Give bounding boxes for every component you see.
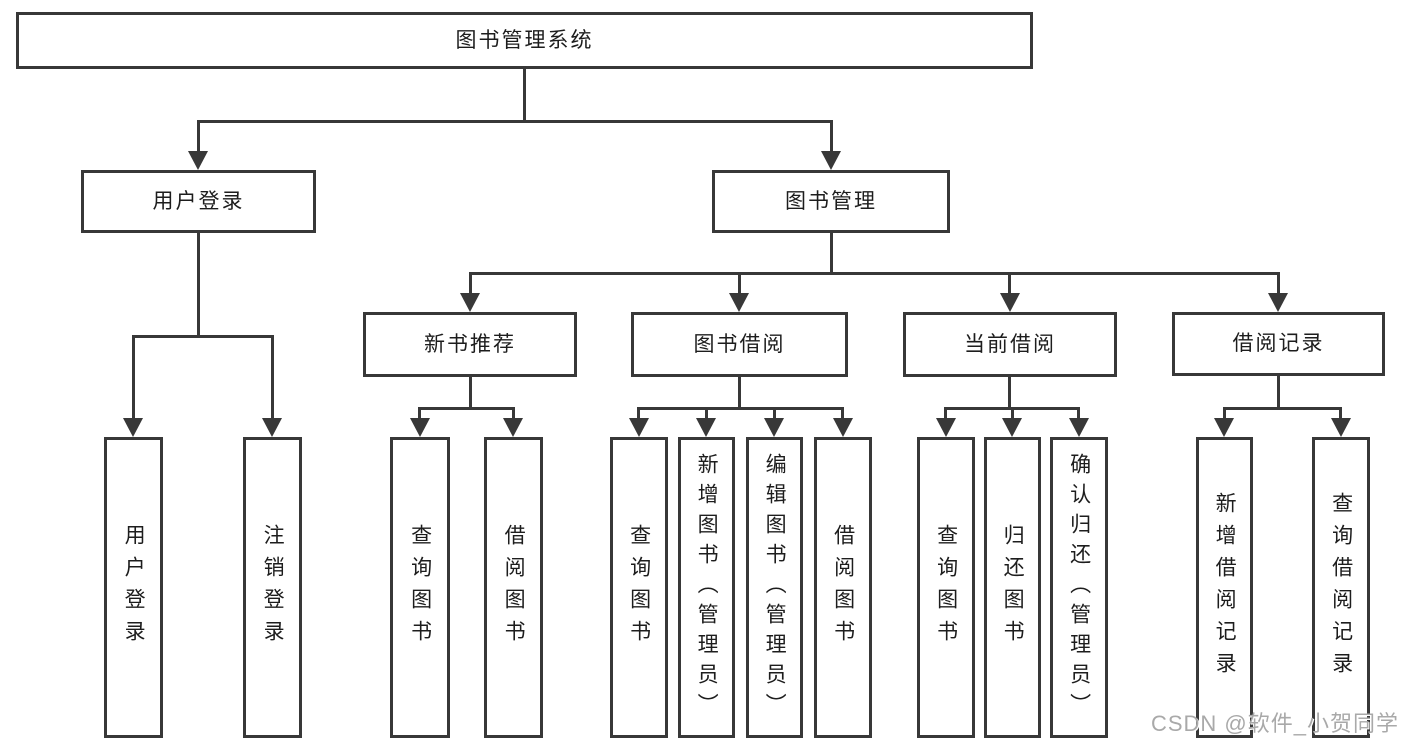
node-label: 查询借阅记录 <box>1329 491 1353 684</box>
connector-to-user-login <box>197 120 200 153</box>
arrowhead-leaf-newrec-query <box>410 418 430 437</box>
connector-borrow-records-drop <box>1277 376 1280 409</box>
arrowhead-leaf-borrow-edit <box>764 418 784 437</box>
connector-to-leaf <box>1339 407 1342 421</box>
connector-current-borrow-drop <box>1008 377 1011 409</box>
connector-to-leaf <box>705 407 708 421</box>
arrowhead-leaf-borrow-borrow <box>833 418 853 437</box>
node-label: 当前借阅 <box>964 332 1056 356</box>
arrowhead-user-login <box>188 151 208 170</box>
node-label: 编辑图书（管理员） <box>763 452 787 723</box>
node-label: 用户登录 <box>152 189 245 213</box>
connector-borrow-records-split <box>1224 407 1342 410</box>
leaf-borrow-edit-books-admin: 编辑图书（管理员） <box>746 437 803 738</box>
connector-level2-split <box>197 120 833 123</box>
arrowhead-leaf-records-query <box>1331 418 1351 437</box>
connector-level3-split <box>469 272 1280 275</box>
leaf-borrow-borrow-books: 借阅图书 <box>814 437 872 738</box>
leaf-borrow-add-books-admin: 新增图书（管理员） <box>678 437 735 738</box>
connector-user-login-split <box>132 335 274 338</box>
connector-to-leaf <box>773 407 776 421</box>
arrowhead-book-borrow <box>729 293 749 312</box>
node-label: 图书管理系统 <box>455 28 594 52</box>
arrowhead-leaf-user-login <box>123 418 143 437</box>
arrowhead-leaf-borrow-add <box>696 418 716 437</box>
connector-book-mgmt-drop <box>830 233 833 274</box>
arrowhead-current-borrow <box>1000 293 1020 312</box>
csdn-watermark: CSDN @软件_小贺同学 <box>1150 711 1399 736</box>
connector-to-new-book-rec <box>469 272 472 296</box>
arrowhead-leaf-records-add <box>1214 418 1234 437</box>
connector-to-leaf <box>1011 407 1014 421</box>
node-label: 图书借阅 <box>693 332 786 356</box>
connector-to-leaf <box>418 407 421 421</box>
leaf-current-confirm-return-admin: 确认归还（管理员） <box>1050 437 1108 738</box>
connector-to-leaf <box>1223 407 1226 421</box>
node-label: 借阅图书 <box>831 523 855 652</box>
arrowhead-book-mgmt <box>821 151 841 170</box>
connector-book-borrow-split <box>638 407 844 410</box>
arrowhead-leaf-logout <box>262 418 282 437</box>
connector-to-book-mgmt <box>830 120 833 153</box>
node-label: 查询图书 <box>934 523 958 652</box>
node-label: 归还图书 <box>1001 523 1025 652</box>
connector-user-login-drop <box>197 233 200 337</box>
node-label: 借阅图书 <box>502 523 526 652</box>
node-user-login: 用户登录 <box>81 170 316 233</box>
node-label: 新增借阅记录 <box>1213 491 1237 684</box>
connector-to-leaf <box>944 407 947 421</box>
leaf-records-query-record: 查询借阅记录 <box>1312 437 1370 738</box>
node-label: 注销登录 <box>261 523 285 652</box>
node-label: 新书推荐 <box>424 332 516 356</box>
arrowhead-leaf-current-confirm <box>1069 418 1089 437</box>
node-label: 新增图书（管理员） <box>695 452 719 723</box>
leaf-current-query-books: 查询图书 <box>917 437 975 738</box>
connector-new-book-rec-split <box>419 407 515 410</box>
connector-book-borrow-drop <box>738 377 741 409</box>
connector-new-book-rec-drop <box>469 377 472 409</box>
arrowhead-new-book-rec <box>460 293 480 312</box>
connector-to-leaf <box>841 407 844 421</box>
node-label: 用户登录 <box>122 523 146 652</box>
connector-to-current-borrow <box>1008 272 1011 296</box>
node-book-borrowing: 图书借阅 <box>631 312 848 377</box>
arrowhead-leaf-current-query <box>936 418 956 437</box>
arrowhead-borrow-records <box>1268 293 1288 312</box>
leaf-logout: 注销登录 <box>243 437 302 738</box>
arrowhead-leaf-borrow-query <box>629 418 649 437</box>
arrowhead-leaf-current-return <box>1002 418 1022 437</box>
node-new-book-recommend: 新书推荐 <box>363 312 577 377</box>
connector-to-leaf <box>637 407 640 421</box>
arrowhead-leaf-newrec-borrow <box>503 418 523 437</box>
connector-root-drop <box>523 69 526 122</box>
leaf-borrow-query-books: 查询图书 <box>610 437 668 738</box>
node-label: 确认归还（管理员） <box>1067 452 1091 723</box>
node-label: 查询图书 <box>627 523 651 652</box>
node-book-management: 图书管理 <box>712 170 950 233</box>
node-current-borrowing: 当前借阅 <box>903 312 1117 377</box>
leaf-newrec-borrow-books: 借阅图书 <box>484 437 543 738</box>
connector-to-leaf-user-login <box>132 335 135 421</box>
leaf-current-return-books: 归还图书 <box>984 437 1041 738</box>
node-label: 查询图书 <box>408 523 432 652</box>
node-label: 借阅记录 <box>1232 332 1325 356</box>
connector-to-leaf <box>1077 407 1080 421</box>
node-borrowing-records: 借阅记录 <box>1172 312 1385 376</box>
leaf-user-login: 用户登录 <box>104 437 163 738</box>
connector-to-borrow-records <box>1277 272 1280 296</box>
connector-to-leaf-logout <box>271 335 274 421</box>
leaf-newrec-query-books: 查询图书 <box>390 437 450 738</box>
node-library-management-system: 图书管理系统 <box>16 12 1033 69</box>
leaf-records-add-record: 新增借阅记录 <box>1196 437 1253 738</box>
node-label: 图书管理 <box>785 189 877 213</box>
connector-to-book-borrow <box>738 272 741 296</box>
connector-to-leaf <box>512 407 515 421</box>
